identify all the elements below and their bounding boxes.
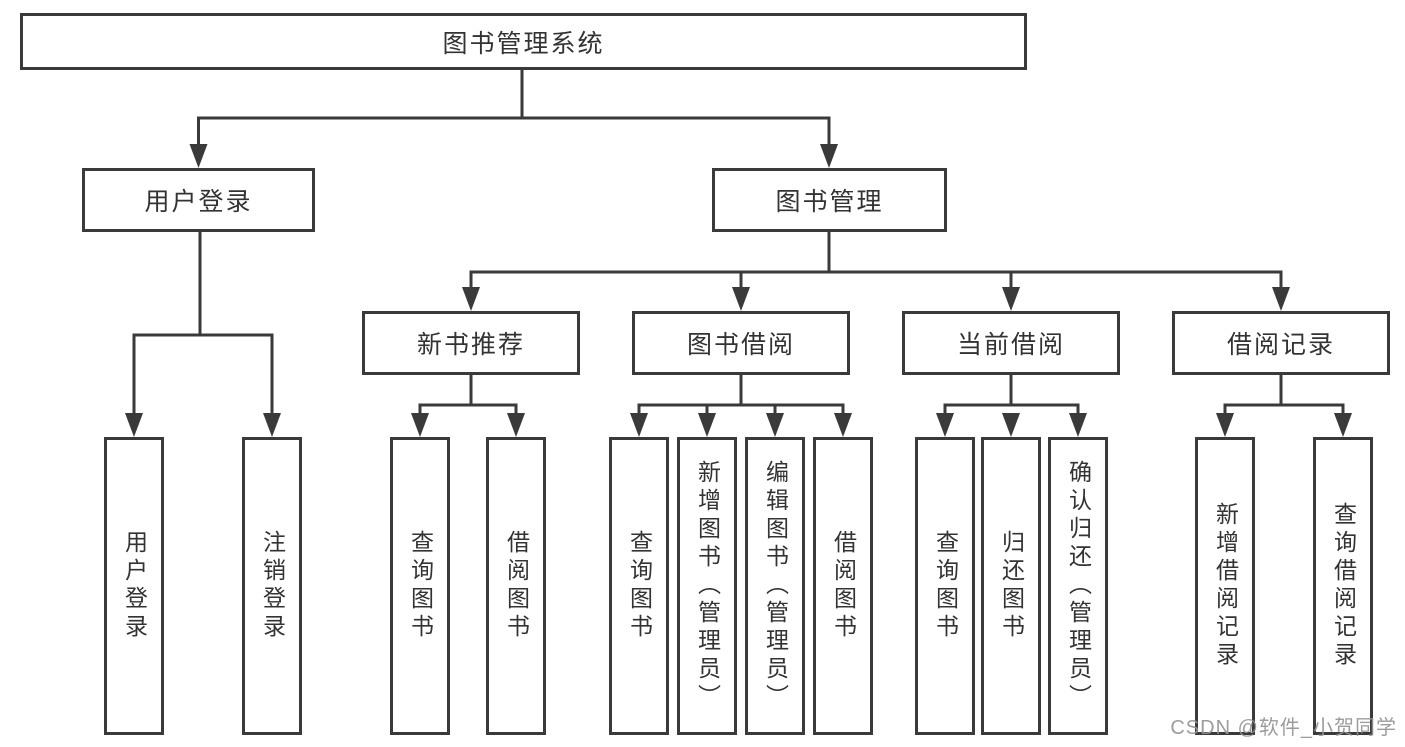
node-root-system-label: 图书管理系统 bbox=[442, 29, 605, 58]
leaf-add-book-admin: 新增图书（管理员） bbox=[677, 437, 737, 735]
node-user-login-branch: 用户登录 bbox=[82, 168, 315, 232]
leaf-recommend-borrow-book: 借阅图书 bbox=[486, 437, 546, 735]
leaf-logout-label: 注销登录 bbox=[259, 530, 286, 642]
node-book-management-branch-label: 图书管理 bbox=[775, 188, 884, 216]
leaf-add-borrow-record: 新增借阅记录 bbox=[1195, 437, 1255, 735]
leaf-user-login: 用户登录 bbox=[104, 437, 164, 735]
node-book-borrow-label: 图书借阅 bbox=[686, 331, 795, 359]
leaf-logout: 注销登录 bbox=[242, 437, 302, 735]
leaf-recommend-query-book: 查询图书 bbox=[390, 437, 450, 735]
leaf-borrow-book: 借阅图书 bbox=[813, 437, 873, 735]
leaf-current-query-book: 查询图书 bbox=[915, 437, 975, 735]
csdn-watermark: CSDN @软件_小贺同学 bbox=[1170, 717, 1397, 739]
arrowheads bbox=[125, 144, 1352, 437]
leaf-borrow-query-book: 查询图书 bbox=[609, 437, 669, 735]
node-borrow-record-label: 借阅记录 bbox=[1226, 331, 1335, 359]
node-book-borrow: 图书借阅 bbox=[632, 311, 850, 375]
leaf-user-login-label: 用户登录 bbox=[121, 530, 148, 642]
leaf-confirm-return-admin: 确认归还（管理员） bbox=[1048, 437, 1108, 735]
node-borrow-record: 借阅记录 bbox=[1172, 311, 1390, 375]
leaf-add-borrow-record-label: 新增借阅记录 bbox=[1212, 502, 1239, 670]
leaf-borrow-book-label: 借阅图书 bbox=[830, 530, 857, 642]
leaf-current-query-book-label: 查询图书 bbox=[932, 530, 959, 642]
leaf-borrow-query-book-label: 查询图书 bbox=[626, 530, 653, 642]
node-new-book-recommend-label: 新书推荐 bbox=[416, 331, 525, 359]
leaf-return-book: 归还图书 bbox=[981, 437, 1041, 735]
node-current-borrow: 当前借阅 bbox=[902, 311, 1120, 375]
leaf-edit-book-admin-label: 编辑图书（管理员） bbox=[762, 460, 789, 712]
node-new-book-recommend: 新书推荐 bbox=[362, 311, 580, 375]
leaf-edit-book-admin: 编辑图书（管理员） bbox=[745, 437, 805, 735]
leaf-confirm-return-admin-label: 确认归还（管理员） bbox=[1065, 460, 1092, 712]
node-user-login-branch-label: 用户登录 bbox=[144, 188, 253, 216]
leaf-recommend-query-book-label: 查询图书 bbox=[407, 530, 434, 642]
node-current-borrow-label: 当前借阅 bbox=[956, 331, 1065, 359]
node-root-system: 图书管理系统 bbox=[20, 13, 1027, 70]
node-book-management-branch: 图书管理 bbox=[712, 168, 947, 232]
leaf-add-book-admin-label: 新增图书（管理员） bbox=[694, 460, 721, 712]
leaf-recommend-borrow-book-label: 借阅图书 bbox=[503, 530, 530, 642]
leaf-query-borrow-record: 查询借阅记录 bbox=[1313, 437, 1373, 735]
leaf-query-borrow-record-label: 查询借阅记录 bbox=[1330, 502, 1357, 670]
leaf-return-book-label: 归还图书 bbox=[998, 530, 1025, 642]
